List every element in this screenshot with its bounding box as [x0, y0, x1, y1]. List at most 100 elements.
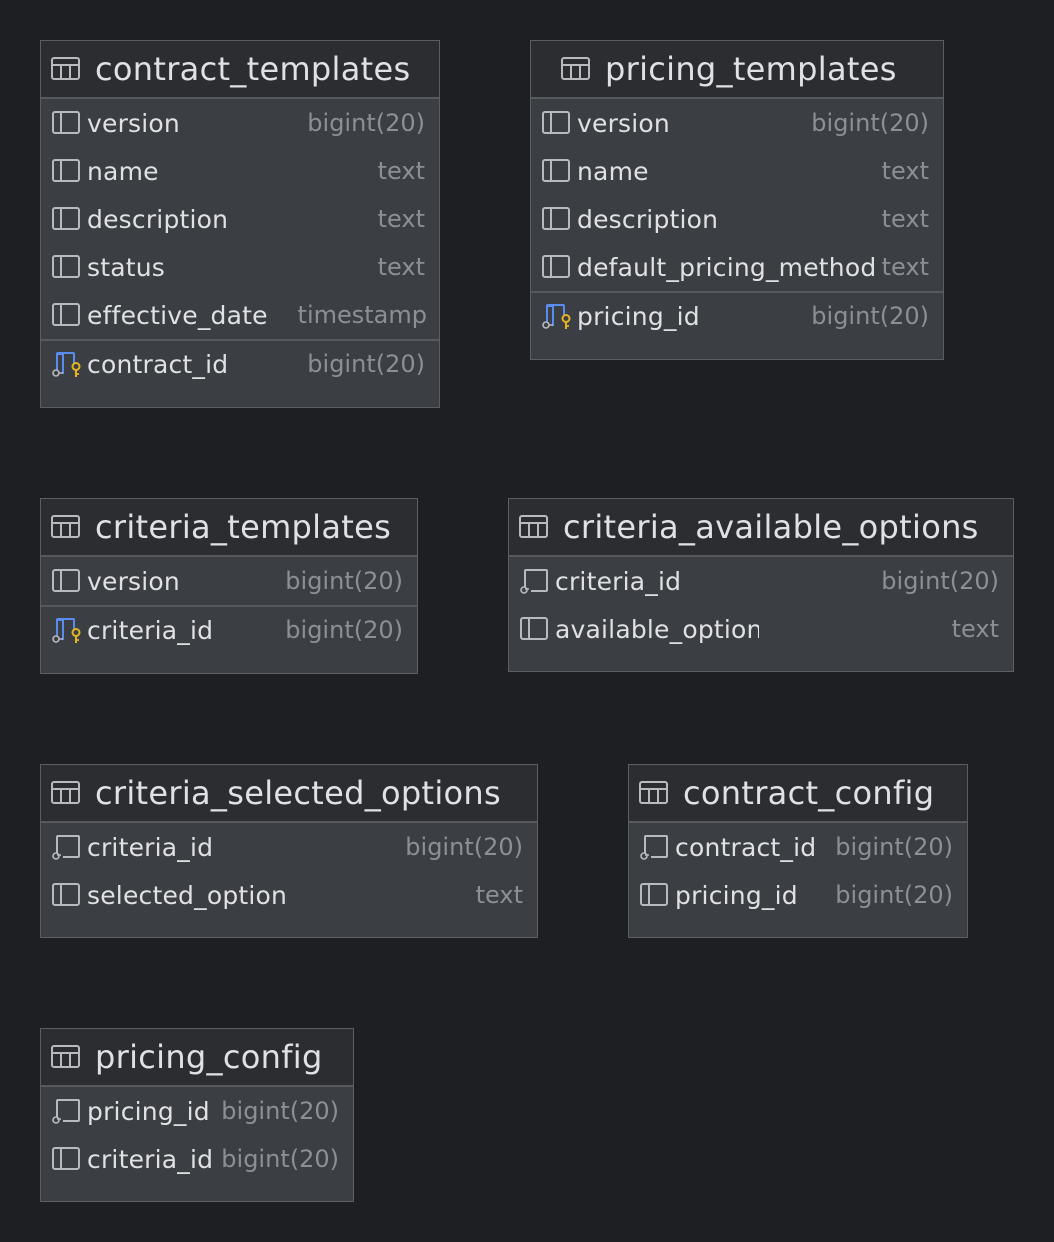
column-row-foreign-key[interactable]: pricing_id bigint(20) [41, 1087, 353, 1135]
table-title: contract_templates [95, 50, 411, 88]
column-name: available_option [555, 614, 759, 644]
table-header: criteria_available_options [509, 499, 1013, 557]
column-row[interactable]: criteria_id bigint(20) [41, 1135, 353, 1183]
column-name: criteria_id [87, 615, 214, 645]
column-type: bigint(20) [307, 350, 425, 378]
column-row[interactable]: available_option text [509, 605, 1013, 653]
table-header: pricing_templates [531, 41, 943, 99]
table-header: criteria_selected_options [41, 765, 537, 823]
column-name: pricing_id [577, 301, 700, 331]
column-type: bigint(20) [811, 302, 929, 330]
column-type: bigint(20) [307, 109, 425, 137]
column-row-foreign-key[interactable]: criteria_id bigint(20) [41, 823, 537, 871]
column-type: text [377, 253, 425, 281]
column-name: criteria_id [555, 566, 682, 596]
table-criteria-available-options[interactable]: criteria_available_options criteria_id b… [508, 498, 1014, 672]
table-icon [639, 781, 669, 805]
table-icon [51, 1045, 81, 1069]
primary-key-column-icon [51, 617, 81, 643]
column-row-primary-key[interactable]: contract_id bigint(20) [41, 339, 439, 387]
column-type: bigint(20) [881, 567, 999, 595]
column-type: text [881, 205, 929, 233]
table-title: contract_config [683, 774, 935, 812]
table-icon [51, 515, 81, 539]
table-icon [51, 57, 81, 81]
column-type: text [475, 881, 523, 909]
column-icon [639, 882, 669, 908]
column-name: status [87, 252, 166, 282]
column-row[interactable]: version bigint(20) [41, 99, 439, 147]
column-name: effective_date [87, 300, 268, 330]
table-icon [51, 781, 81, 805]
column-type: bigint(20) [835, 833, 953, 861]
column-icon [51, 206, 81, 232]
table-pricing-templates[interactable]: pricing_templates version bigint(20) nam… [530, 40, 944, 360]
column-name: pricing_id [675, 880, 798, 910]
column-type: text [881, 157, 929, 185]
table-header: contract_config [629, 765, 967, 823]
primary-key-column-icon [51, 351, 81, 377]
column-icon [541, 158, 571, 184]
column-row[interactable]: description text [531, 195, 943, 243]
column-type: bigint(20) [221, 1145, 339, 1173]
column-icon [51, 254, 81, 280]
column-type: bigint(20) [285, 616, 403, 644]
column-row[interactable]: version bigint(20) [41, 557, 417, 605]
foreign-key-column-icon [51, 834, 81, 860]
column-type: bigint(20) [221, 1097, 339, 1125]
column-icon [519, 616, 549, 642]
column-name: default_pricing_method [577, 252, 875, 282]
table-header: contract_templates [41, 41, 439, 99]
table-contract-templates[interactable]: contract_templates version bigint(20) na… [40, 40, 440, 408]
column-row[interactable]: status text [41, 243, 439, 291]
primary-key-column-icon [541, 303, 571, 329]
column-type: bigint(20) [835, 881, 953, 909]
column-type: timestamp [297, 301, 427, 329]
table-header: criteria_templates [41, 499, 417, 557]
column-icon [541, 254, 571, 280]
column-row-primary-key[interactable]: criteria_id bigint(20) [41, 605, 417, 653]
table-criteria-templates[interactable]: criteria_templates version bigint(20) cr… [40, 498, 418, 674]
column-row[interactable]: version bigint(20) [531, 99, 943, 147]
column-icon [51, 882, 81, 908]
table-title: criteria_selected_options [95, 774, 501, 812]
foreign-key-column-icon [639, 834, 669, 860]
column-type: bigint(20) [285, 567, 403, 595]
column-row[interactable]: pricing_id bigint(20) [629, 871, 967, 919]
column-name: version [577, 108, 670, 138]
column-row[interactable]: default_pricing_method text [531, 243, 943, 291]
column-icon [51, 158, 81, 184]
table-contract-config[interactable]: contract_config contract_id bigint(20) p… [628, 764, 968, 938]
column-icon [541, 206, 571, 232]
column-row-foreign-key[interactable]: contract_id bigint(20) [629, 823, 967, 871]
column-row-primary-key[interactable]: pricing_id bigint(20) [531, 291, 943, 339]
foreign-key-column-icon [51, 1098, 81, 1124]
column-name: name [577, 156, 649, 186]
column-row[interactable]: name text [531, 147, 943, 195]
column-name: version [87, 566, 180, 596]
column-type: text [377, 157, 425, 185]
column-row[interactable]: effective_date timestamp [41, 291, 439, 339]
column-name: pricing_id [87, 1096, 210, 1126]
table-title: pricing_templates [605, 50, 897, 88]
table-criteria-selected-options[interactable]: criteria_selected_options criteria_id bi… [40, 764, 538, 938]
column-icon [51, 110, 81, 136]
column-type: text [377, 205, 425, 233]
column-type: bigint(20) [405, 833, 523, 861]
column-row[interactable]: description text [41, 195, 439, 243]
column-row[interactable]: name text [41, 147, 439, 195]
table-title: criteria_templates [95, 508, 392, 546]
table-icon [561, 57, 591, 81]
table-pricing-config[interactable]: pricing_config pricing_id bigint(20) cri… [40, 1028, 354, 1202]
column-row-foreign-key[interactable]: criteria_id bigint(20) [509, 557, 1013, 605]
table-header: pricing_config [41, 1029, 353, 1087]
column-name: contract_id [87, 349, 229, 379]
column-name: description [87, 204, 229, 234]
column-name: criteria_id [87, 1144, 214, 1174]
column-name: contract_id [675, 832, 817, 862]
column-row[interactable]: selected_option text [41, 871, 537, 919]
table-title: criteria_available_options [563, 508, 979, 546]
column-type: text [881, 253, 929, 281]
column-name: description [577, 204, 719, 234]
column-icon [51, 302, 81, 328]
